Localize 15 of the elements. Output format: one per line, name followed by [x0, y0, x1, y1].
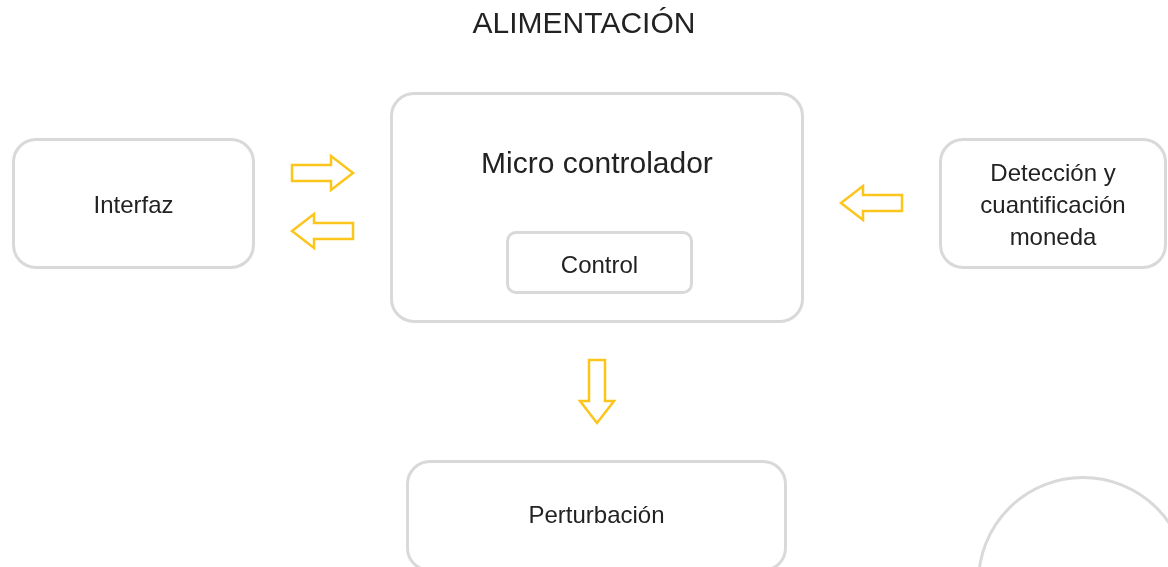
block-arrow	[577, 358, 617, 426]
node-label: Interfaz	[92, 190, 175, 220]
detection-box	[939, 138, 1167, 269]
block-arrow	[290, 153, 356, 193]
disturbance-box	[406, 460, 787, 567]
block-arrow	[838, 183, 904, 223]
control-box	[506, 231, 693, 294]
title: ALIMENTACIÓN	[471, 6, 697, 40]
node-label: Detección y cuantificación moneda	[979, 158, 1127, 252]
interface-box	[12, 138, 255, 269]
node-label: Perturbación	[527, 500, 666, 530]
block-arrow	[289, 211, 355, 251]
microcontroller-box	[390, 92, 804, 323]
node-label: Control	[559, 250, 640, 280]
node-label: Micro controlador	[480, 147, 714, 179]
